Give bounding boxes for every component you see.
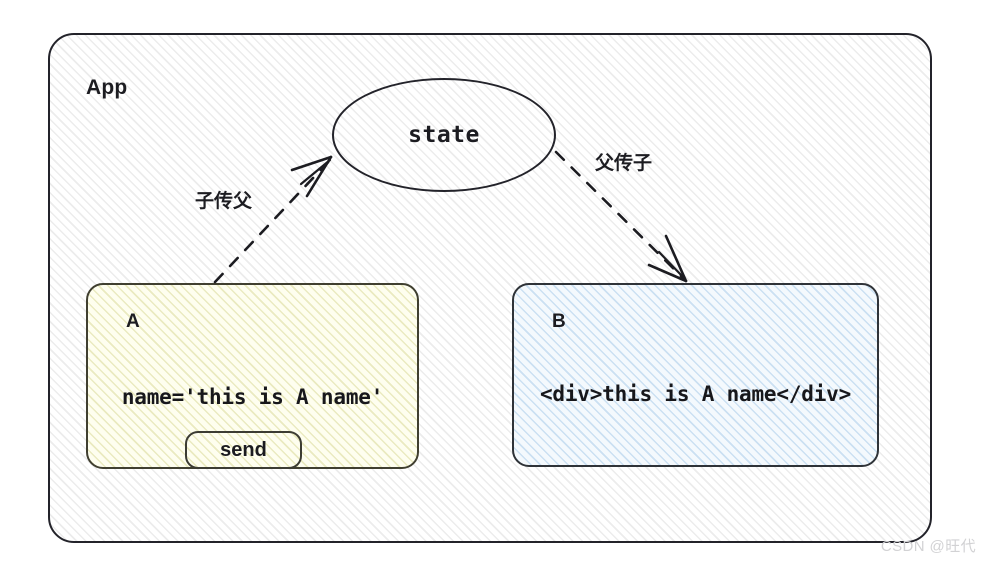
edge-label-child-to-parent: 子传父	[195, 190, 253, 212]
node-b-code: <div>this is A name</div>	[539, 382, 852, 406]
node-b[interactable]: B <div>this is A name</div>	[512, 283, 879, 467]
node-a-code: name='this is A name'	[121, 385, 384, 409]
node-a-title: A	[126, 311, 140, 332]
state-node-label: state	[408, 122, 480, 148]
edge-label-parent-to-child: 父传子	[595, 152, 653, 174]
state-node[interactable]: state	[332, 78, 556, 192]
app-container-label: App	[86, 76, 128, 99]
watermark: CSDN @旺代	[880, 538, 976, 555]
send-button[interactable]: send	[185, 431, 302, 469]
node-a[interactable]: A name='this is A name' send	[86, 283, 419, 469]
node-b-title: B	[552, 311, 566, 332]
